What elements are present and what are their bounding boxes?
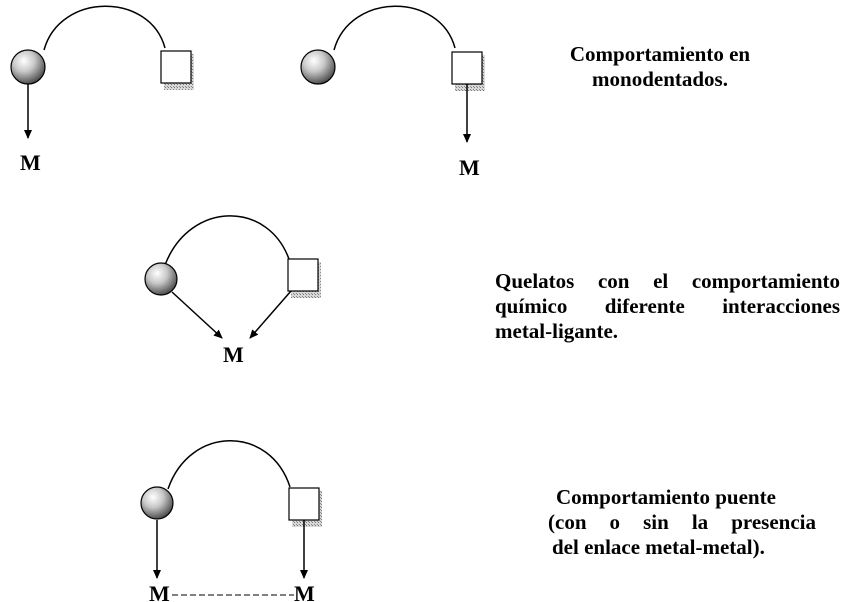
caption-line: metal-ligante. xyxy=(495,319,619,343)
donor-square xyxy=(288,487,320,521)
donor-sphere xyxy=(140,486,174,520)
donor-square xyxy=(287,258,319,292)
metal-label-left: M xyxy=(149,581,170,602)
caption-line: Quelatos con el comportamiento xyxy=(495,269,840,293)
coordination-arrow-square xyxy=(249,290,292,339)
monodentate-sphere-bonded-group: M xyxy=(10,5,194,175)
monodentate-square-bonded-group: M xyxy=(300,5,485,180)
ligand-backbone-arc xyxy=(164,215,291,266)
caption-line: (con o sin la presencia xyxy=(548,510,816,534)
caption-line: del enlace metal-metal). xyxy=(552,535,765,559)
caption-monodentate: Comportamiento en monodentados. xyxy=(540,42,780,92)
donor-square xyxy=(451,51,483,85)
metal-label: M xyxy=(20,150,41,175)
caption-line: monodentados. xyxy=(592,67,728,91)
donor-square xyxy=(160,50,192,84)
coordination-arrow-sphere xyxy=(171,291,223,339)
caption-line: Comportamiento puente xyxy=(556,485,776,509)
metal-label: M xyxy=(223,342,244,367)
caption-chelate: Quelatos con el comportamiento químico d… xyxy=(495,269,840,344)
donor-sphere xyxy=(10,49,46,85)
chelate-group: M xyxy=(144,215,321,367)
ligand-backbone-arc xyxy=(43,5,166,51)
ligand-backbone-arc xyxy=(333,5,456,51)
metal-label: M xyxy=(459,155,480,180)
donor-sphere xyxy=(144,262,178,296)
bridging-group: M M xyxy=(140,440,322,602)
caption-line: Comportamiento en xyxy=(569,42,751,66)
metal-label-right: M xyxy=(294,581,315,602)
ligand-backbone-arc xyxy=(167,440,291,490)
caption-line: químico diferente interacciones xyxy=(495,294,840,318)
donor-sphere xyxy=(300,49,336,85)
caption-bridge: Comportamiento puente (con o sin la pres… xyxy=(548,485,816,560)
